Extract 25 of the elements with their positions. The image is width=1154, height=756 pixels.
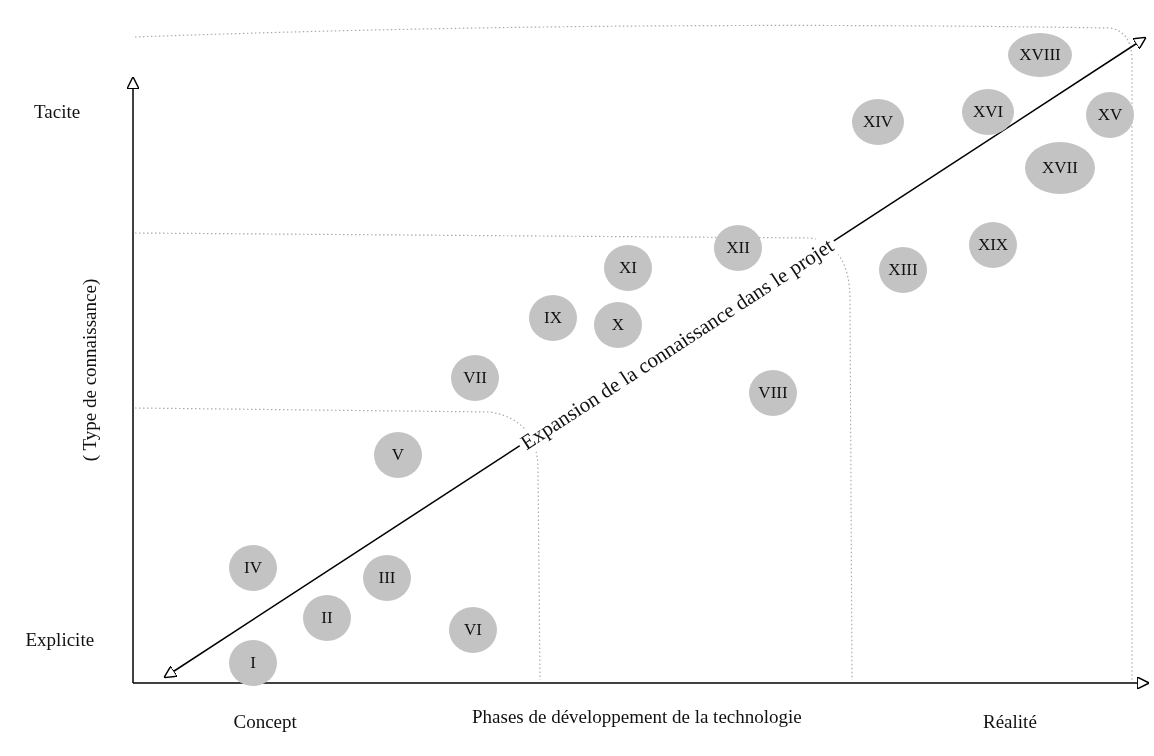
numbered-circle: XVII [1025,142,1095,194]
numbered-circle: XV [1086,92,1134,138]
numbered-circle: IV [229,545,277,591]
numbered-circle: I [229,640,277,686]
phase-label: Concept [233,711,297,733]
numbered-circle: XI [604,245,652,291]
numbered-circle: VII [451,355,499,401]
numbered-circle: II [303,595,351,641]
numbered-circle: IX [529,295,577,341]
numbered-circle: XIV [852,99,904,145]
numbered-circle: X [594,302,642,348]
numbered-circle: XIII [879,247,927,293]
axis-value-label: Tacite [34,101,81,123]
numbered-circle: XII [714,225,762,271]
numbered-circle: XVIII [1008,33,1072,77]
numbered-circle: VIII [749,370,797,416]
numbered-circle: V [374,432,422,478]
numbered-circle: XVI [962,89,1014,135]
axis-title: Phases de développement de la technologie [472,706,802,728]
numbered-circle: VI [449,607,497,653]
numbered-circle: XIX [969,222,1017,268]
axis-title: ( Type de connaissance) [79,278,102,462]
numbered-circle: III [363,555,411,601]
phase-label: Réalité [983,711,1037,733]
axis-value-label: Explicite [25,629,95,651]
